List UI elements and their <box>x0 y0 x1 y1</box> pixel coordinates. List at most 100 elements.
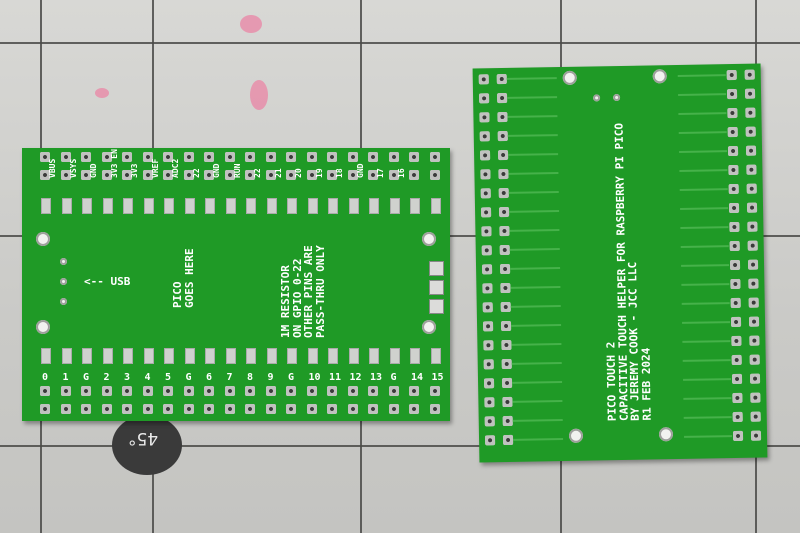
smd-resistor-pad <box>102 198 113 214</box>
solder-pad <box>746 202 758 213</box>
solder-pad <box>502 415 513 427</box>
debug-pad <box>429 261 444 276</box>
solder-pad <box>483 359 494 370</box>
solder-pad <box>183 386 194 396</box>
solder-pad <box>163 386 173 396</box>
solder-pad <box>479 112 490 123</box>
solder-pad <box>482 321 494 332</box>
pink-mark <box>240 15 262 33</box>
smd-resistor-pad <box>328 348 338 364</box>
solder-pad <box>224 170 235 180</box>
pin-number-label: G <box>83 372 90 383</box>
left-pad-column <box>473 64 761 446</box>
pin-number-label: 0 <box>42 372 49 383</box>
smd-resistor-pad <box>82 348 92 364</box>
pin-name-label: 22 <box>191 168 201 178</box>
mounting-hole <box>562 70 577 85</box>
smd-resistor-pad <box>184 348 195 364</box>
pcb-trace <box>683 378 732 381</box>
test-point-hole <box>60 278 67 285</box>
solder-pad <box>368 386 378 396</box>
smd-resistor-pad <box>369 198 379 214</box>
solder-pad <box>482 283 493 294</box>
pin-number-label: 7 <box>226 372 233 383</box>
solder-pad <box>81 404 91 414</box>
solder-pad <box>480 169 491 180</box>
grid-line <box>0 42 800 44</box>
solder-pad <box>40 386 50 396</box>
smd-resistor-pad <box>430 348 441 364</box>
board-title-text: PICO TOUCH 2 CAPACITIVE TOUCH HELPER FOR… <box>604 122 654 422</box>
solder-pad <box>60 386 71 396</box>
solder-pad <box>732 430 744 442</box>
pcb-trace <box>509 210 560 213</box>
pcb-trace <box>682 359 731 362</box>
smd-resistor-pad <box>389 348 400 364</box>
solder-pad <box>746 164 757 175</box>
solder-pad <box>502 396 513 408</box>
solder-pad <box>286 386 296 396</box>
pcb-trace <box>683 397 732 400</box>
smd-resistor-pad <box>430 198 441 214</box>
solder-pad <box>496 73 507 85</box>
smd-resistor-pad <box>82 198 92 214</box>
pcb-trace <box>679 169 728 172</box>
solder-pad <box>483 340 494 351</box>
usb-label: <-- USB <box>84 275 131 288</box>
mounting-hole <box>422 232 436 246</box>
smd-resistor-pad <box>205 348 215 364</box>
smd-resistor-pad <box>102 348 113 364</box>
pcb-trace <box>507 115 558 118</box>
angle-marking-text: 45° <box>128 428 159 448</box>
solder-pad <box>163 152 173 162</box>
pcb-trace <box>678 93 727 96</box>
solder-pad <box>265 404 276 414</box>
right-pcb-board: PICO TOUCH 2 CAPACITIVE TOUCH HELPER FOR… <box>472 63 768 463</box>
solder-pad <box>429 386 440 396</box>
angle-marking-disc <box>112 415 182 475</box>
pin-name-label: 21 <box>273 168 283 178</box>
solder-pad <box>745 107 756 118</box>
pcb-trace <box>681 283 730 286</box>
pcb-trace <box>684 435 733 438</box>
smd-resistor-pad <box>307 198 318 214</box>
pcb-trace <box>679 150 728 153</box>
smd-resistor-pad <box>266 198 277 214</box>
solder-pad <box>726 88 738 100</box>
solder-pad <box>429 404 440 414</box>
smd-resistor-pad <box>164 198 174 214</box>
solder-pad <box>245 404 255 414</box>
solder-pad <box>101 386 112 396</box>
pcb-trace <box>509 229 560 232</box>
mounting-hole <box>568 428 584 443</box>
solder-pad <box>409 152 419 162</box>
smd-resistor-pad <box>205 198 215 214</box>
solder-pad <box>728 183 739 195</box>
solder-pad <box>484 397 495 408</box>
solder-pad <box>479 131 490 142</box>
solder-pad <box>484 435 496 446</box>
smd-resistor-pad <box>246 198 256 214</box>
test-point-hole <box>60 258 67 265</box>
solder-pad <box>368 404 378 414</box>
solder-pad <box>306 152 317 162</box>
mounting-hole <box>652 69 667 84</box>
pico-goes-here-label: PICO GOES HERE <box>171 248 196 308</box>
solder-pad <box>501 339 512 351</box>
solder-pad <box>500 301 511 313</box>
pin-name-label: VBUS <box>48 158 57 178</box>
solder-pad <box>224 152 235 162</box>
solder-pad <box>40 152 50 162</box>
solder-pad <box>388 404 399 414</box>
solder-pad <box>480 150 491 161</box>
solder-pad <box>142 386 153 396</box>
solder-pad <box>429 152 440 162</box>
solder-pad <box>481 245 492 256</box>
smd-resistor-pad <box>307 348 318 364</box>
solder-pad <box>245 170 255 180</box>
solder-pad <box>729 259 741 271</box>
solder-pad <box>726 69 737 81</box>
smd-resistor-pad <box>287 198 297 214</box>
